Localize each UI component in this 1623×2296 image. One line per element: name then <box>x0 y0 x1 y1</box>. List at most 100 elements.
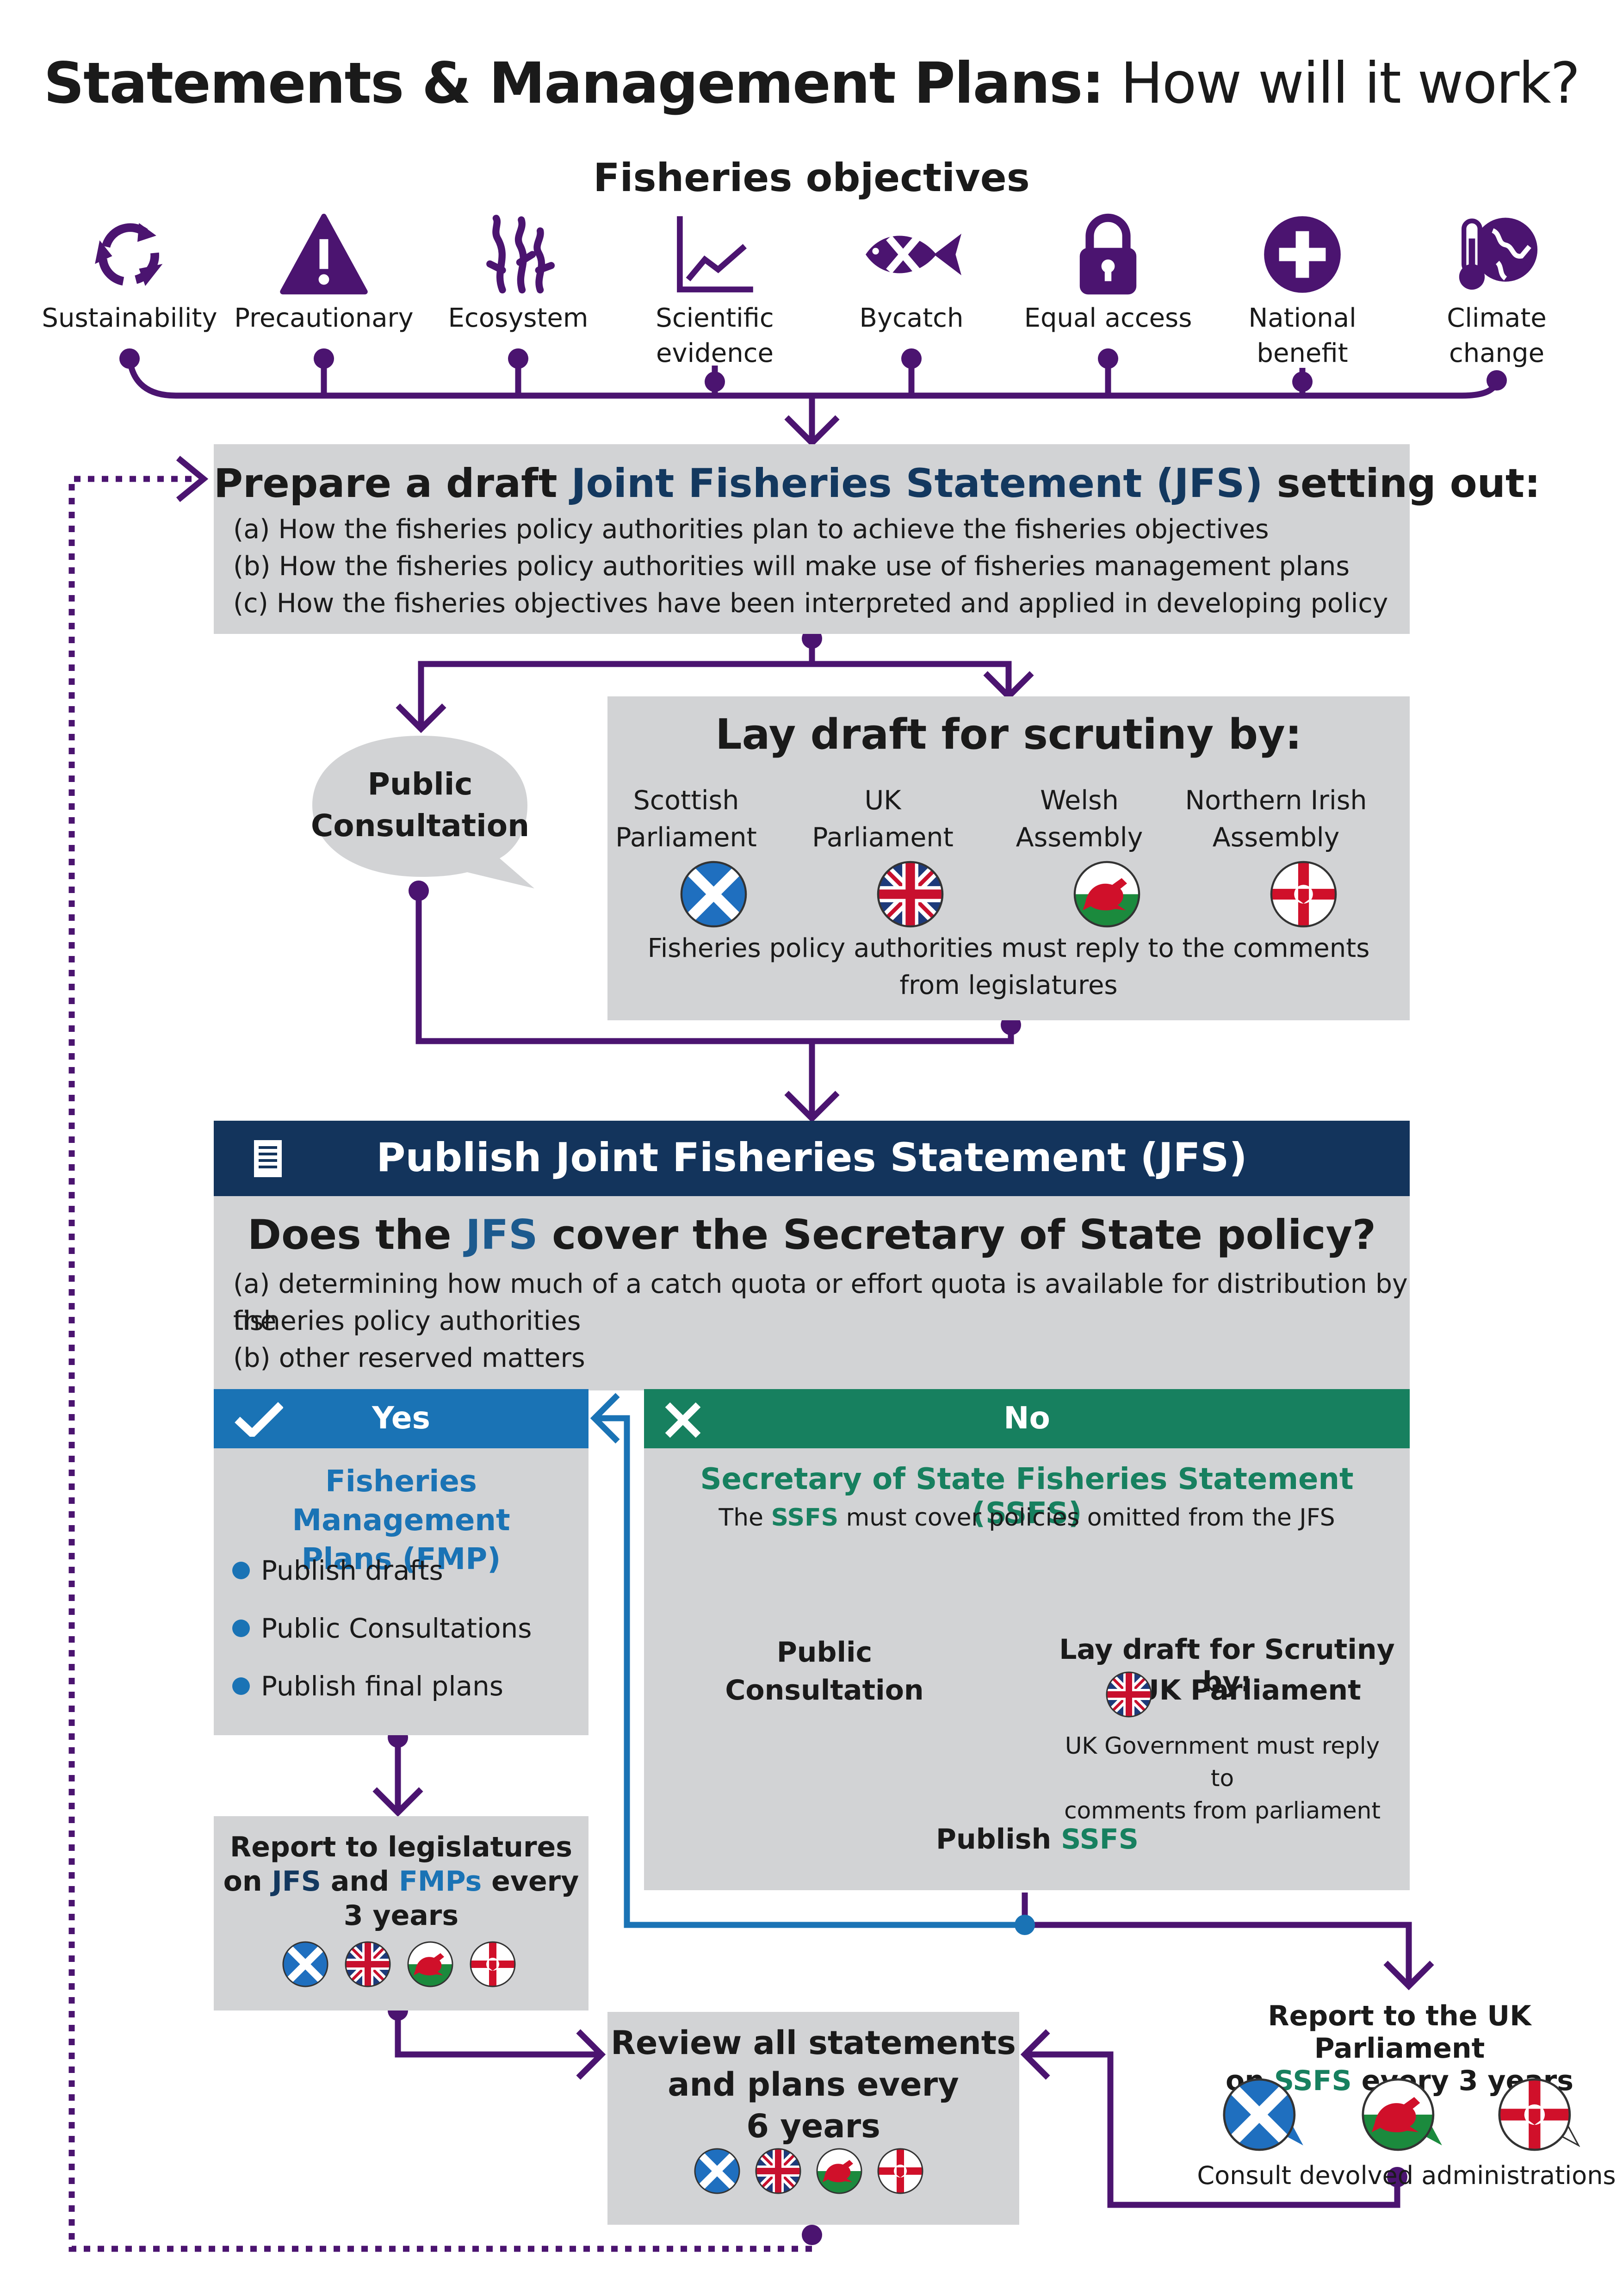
report-line-2: on JFS and FMPs every <box>214 1864 588 1899</box>
report-legislatures-box: Report to legislatures on JFS and FMPs e… <box>214 1816 588 2011</box>
objective-label: Equal access <box>1024 303 1192 333</box>
objective-label: Sustainability <box>42 303 217 333</box>
public-consultation-label: Public Consultation <box>310 766 530 844</box>
speech-bubble-shape <box>312 736 534 888</box>
no-label: No <box>1004 1400 1050 1436</box>
recycle-icon <box>95 223 163 286</box>
bullet-dot-icon <box>232 1619 250 1637</box>
legislature-label: UK Parliament <box>812 785 954 853</box>
objectives-heading: Fisheries objectives <box>593 155 1030 200</box>
fmp-bullet: Publish drafts <box>232 1555 443 1586</box>
uk-flag-icon <box>877 861 944 928</box>
ssfs-sub-post: must cover policies omitted from the JFS <box>838 1504 1335 1532</box>
review-text: Review all statements and plans every 6 … <box>611 2024 1016 2145</box>
publish-ssfs-pre: Publish <box>935 1823 1061 1855</box>
uk-flag-icon <box>345 1941 391 1987</box>
plus-circle-icon <box>1264 216 1341 293</box>
wales-flag-icon <box>407 1941 453 1987</box>
objective-equal-access: Equal access <box>1016 213 1201 336</box>
public-consultation-bubble: Public Consultation <box>309 733 531 886</box>
fmp-bullet-text: Publish final plans <box>261 1670 504 1702</box>
prepare-item-a: (a) How the fisheries policy authorities… <box>233 514 1269 545</box>
prepare-title-post: setting out: <box>1263 460 1541 507</box>
uk-report-line-1: Report to the UK Parliament <box>1268 2000 1531 2065</box>
scotland-flag-icon <box>680 861 747 928</box>
fmp-bullet: Public Consultations <box>232 1613 532 1644</box>
uk-flag-icon <box>755 2148 801 2194</box>
scotland-flag-bubble-icon <box>1217 2078 1303 2152</box>
scotland-flag-icon <box>282 1941 328 1987</box>
fmp-bullet-text: Publish drafts <box>261 1555 443 1586</box>
wales-flag-bubble-icon <box>1356 2078 1442 2152</box>
ssfs-lay-title: Lay draft for Scrutiny by: <box>1059 1633 1395 1698</box>
wales-flag-icon <box>816 2148 862 2194</box>
bullet-dot-icon <box>232 1677 250 1695</box>
cross-icon <box>665 1402 701 1438</box>
objective-label: Precautionary <box>234 303 414 333</box>
report-text: Report to legislatures on JFS and FMPs e… <box>214 1830 588 1933</box>
report-on: on <box>223 1865 272 1898</box>
legislature-label: Northern Irish Assembly <box>1185 785 1367 853</box>
fish-crossed-icon <box>866 234 961 275</box>
uk-flag-icon <box>1106 1671 1152 1718</box>
report-jfs: JFS <box>272 1865 321 1898</box>
publish-ssfs: Publish SSFS <box>922 1823 1153 1855</box>
report-every: every <box>482 1865 579 1898</box>
northern-ireland-flag-bubble-icon <box>1492 2078 1580 2152</box>
ssfs-sub-hl: SSFS <box>771 1504 839 1532</box>
northern-ireland-flag-icon <box>1270 861 1337 928</box>
review-box: Review all statements and plans every 6 … <box>607 2012 1019 2225</box>
question-item-a: (a) determining how much of a catch quot… <box>233 1269 1408 1336</box>
fmp-bullet-text: Public Consultations <box>261 1613 532 1644</box>
ssfs-uk-parliament: UK Parliament <box>1137 1674 1361 1706</box>
prepare-title-jfs: Joint Fisheries Statement (JFS) <box>571 460 1263 507</box>
objective-scientific-evidence: Scientific evidence <box>622 213 807 371</box>
publish-jfs-title: Publish Joint Fisheries Statement (JFS) <box>376 1135 1247 1181</box>
ssfs-subtitle: The SSFS must cover policies omitted fro… <box>644 1504 1410 1532</box>
no-header: No <box>644 1389 1410 1448</box>
northern-ireland-flag-icon <box>877 2148 923 2194</box>
seaweed-icon <box>486 215 555 294</box>
fmp-box: Fisheries Management Plans (FMP) Publish… <box>214 1448 588 1735</box>
question-title: Does the JFS cover the Secretary of Stat… <box>214 1211 1410 1259</box>
ssfs-uk-gov-note: UK Government must reply to comments fro… <box>1064 1732 1381 1824</box>
warning-icon <box>280 213 368 295</box>
objective-label: Climate change <box>1447 303 1547 368</box>
report-line-3: 3 years <box>343 1899 459 1932</box>
checkmark-icon <box>235 1402 283 1437</box>
prepare-draft-jfs-box: Prepare a draft Joint Fisheries Statemen… <box>214 444 1540 634</box>
ssfs-public-consultation: Public Consultation <box>725 1636 924 1706</box>
title-rest: How will it work? <box>1120 50 1580 116</box>
document-icon <box>254 1140 282 1177</box>
objective-national-benefit: National benefit <box>1210 213 1395 371</box>
question-post: cover the Secretary of State policy? <box>538 1211 1376 1259</box>
legislature-label: Welsh Assembly <box>1016 785 1143 853</box>
objective-label: Scientific evidence <box>656 303 774 368</box>
objective-bycatch: Bycatch <box>819 213 1004 336</box>
bullet-dot-icon <box>232 1561 250 1579</box>
fmp-title: Fisheries Management Plans (FMP) <box>292 1464 510 1576</box>
question-jfs: JFS <box>465 1211 538 1259</box>
prepare-title: Prepare a draft Joint Fisheries Statemen… <box>214 460 1540 507</box>
prepare-item-c: (c) How the fisheries objectives have be… <box>233 588 1388 619</box>
thermometer-globe-icon <box>1459 217 1538 290</box>
yes-header: Yes <box>214 1389 588 1448</box>
prepare-item-b: (b) How the fisheries policy authorities… <box>233 551 1350 582</box>
question-item-b: (b) other reserved matters <box>233 1343 585 1373</box>
ssfs-box: Secretary of State Fisheries Statement (… <box>644 1448 1410 1890</box>
lay-draft-box: Lay draft for scrutiny by: Scottish Parl… <box>607 696 1410 1020</box>
lay-note: Fisheries policy authorities must reply … <box>647 933 1370 1000</box>
title-bold: Statements & Management Plans: <box>43 50 1104 116</box>
objective-sustainability: Sustainability <box>37 213 222 336</box>
question-pre: Does the <box>248 1211 466 1259</box>
scotland-flag-icon <box>694 2148 740 2194</box>
report-fmps: FMPs <box>398 1865 482 1898</box>
report-and: and <box>321 1865 399 1898</box>
objective-ecosystem: Ecosystem <box>426 213 611 336</box>
objective-climate-change: Climate change <box>1404 213 1589 371</box>
report-line-1: Report to legislatures <box>230 1831 572 1863</box>
lay-title: Lay draft for scrutiny by: <box>715 710 1302 759</box>
jfs-question-box: Does the JFS cover the Secretary of Stat… <box>214 1196 1410 1390</box>
publish-ssfs-hl: SSFS <box>1061 1823 1139 1855</box>
legislature-label: Scottish Parliament <box>615 785 757 853</box>
